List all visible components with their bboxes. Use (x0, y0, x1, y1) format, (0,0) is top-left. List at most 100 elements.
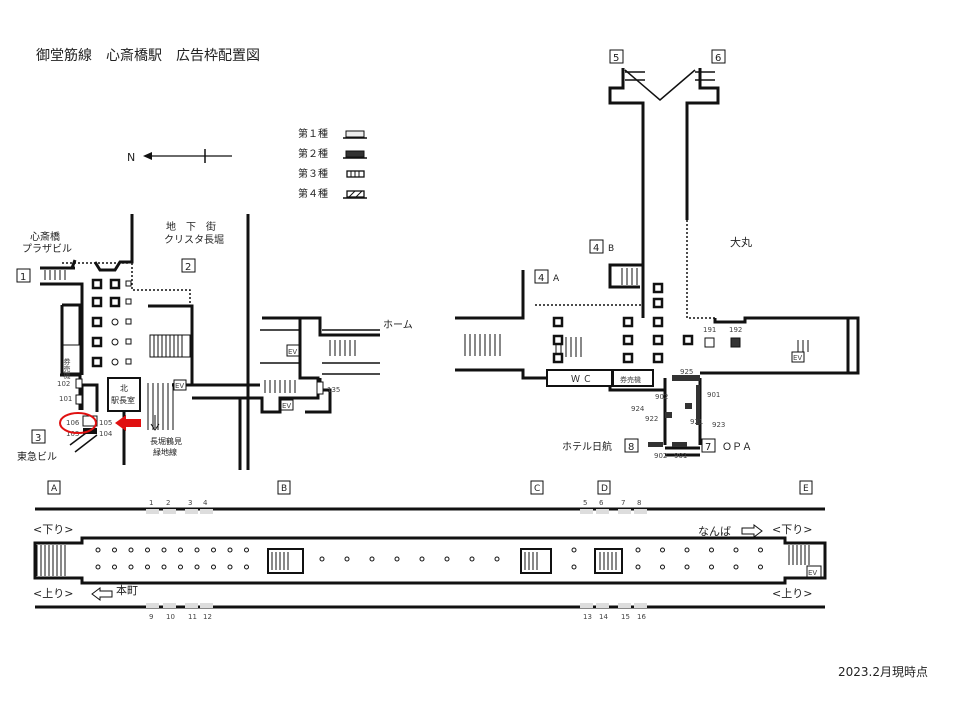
ad-small (125, 318, 132, 325)
svg-text:102: 102 (57, 380, 70, 388)
ad-192 (730, 337, 741, 348)
exit-5: 5 (609, 49, 624, 64)
ev-north-3: EV (280, 399, 294, 411)
platform-stairs (36, 545, 810, 576)
svg-text:10: 10 (166, 613, 175, 621)
svg-text:券売機: 券売機 (620, 375, 641, 384)
svg-text:券売機: 券売機 (63, 357, 71, 380)
platform-ad-1: 1 (146, 499, 159, 514)
svg-text:923: 923 (712, 421, 725, 429)
pillar (733, 564, 739, 570)
platform-ad-6: 6 (596, 499, 609, 514)
pillar (128, 547, 134, 553)
exit-6: 6 (711, 49, 726, 64)
pillar (91, 336, 103, 348)
arrow-down-icon (150, 415, 160, 431)
svg-text:B: B (281, 484, 287, 494)
label-namba: なんば (698, 525, 731, 538)
platform-ad-9: 9 (146, 603, 159, 621)
label-down-right: <下り> (772, 523, 812, 536)
platform-ad-10: 10 (163, 603, 176, 621)
car-marker-B: B (277, 480, 291, 495)
pillar (112, 564, 117, 570)
pillar (622, 334, 634, 346)
label-tokyu: 東急ビル (17, 450, 57, 463)
svg-text:E: E (803, 484, 809, 494)
pillar (91, 356, 103, 368)
pillar (709, 547, 714, 553)
north-concourse: 心斎橋 プラザビル 地 下 街 クリスタ長堀 1 2 3 東急ビル ホーム 北 … (16, 214, 413, 470)
svg-text:2: 2 (185, 262, 191, 273)
svg-text:925: 925 (680, 368, 693, 376)
label-down-left: <下り> (33, 523, 73, 536)
pillar (109, 278, 121, 290)
ad-small (125, 338, 132, 345)
pillar (444, 556, 450, 562)
svg-text:8: 8 (637, 499, 641, 507)
pillar (652, 297, 664, 309)
pillar (95, 564, 101, 570)
highlight-arrow-icon (115, 415, 141, 431)
label-up-left: <上り> (33, 587, 73, 600)
svg-text:5: 5 (583, 499, 587, 507)
label-plaza-2: プラザビル (22, 243, 72, 255)
svg-text:902: 902 (655, 393, 668, 401)
ev-north-2: EV (286, 344, 300, 357)
pillar (161, 547, 167, 553)
ticket-machine-south: 券売機 (612, 369, 654, 387)
pillar (95, 547, 101, 553)
pillar (684, 564, 690, 570)
ev-north-1: EV (173, 379, 187, 391)
svg-text:4: 4 (538, 273, 544, 284)
svg-text:192: 192 (729, 326, 742, 334)
pillar (494, 556, 500, 562)
pillar (211, 564, 216, 570)
svg-text:901: 901 (674, 452, 687, 460)
platform-pillars (95, 547, 763, 570)
svg-text:C: C (534, 484, 540, 494)
svg-text:8: 8 (628, 442, 634, 453)
pillar (178, 547, 183, 553)
platform-ad-11: 11 (185, 603, 198, 621)
svg-text:駅長室: 駅長室 (111, 395, 135, 405)
pillar (682, 334, 694, 346)
station-office: 北 駅長室 (107, 377, 141, 412)
svg-text:EV: EV (793, 354, 802, 362)
svg-text:Ｗ Ｃ: Ｗ Ｃ (571, 375, 592, 385)
pillar (733, 547, 739, 553)
pillar (652, 282, 664, 294)
north-pillars (91, 278, 132, 368)
pillar (319, 556, 325, 562)
platform-ad-15: 15 (618, 603, 631, 621)
pillar (660, 547, 665, 553)
car-marker-D: D (597, 480, 611, 495)
label-nagahori-1: 長堀鶴見 (150, 436, 182, 446)
pillar (91, 296, 103, 308)
legend-type1-label: 第１種 (298, 127, 328, 140)
svg-text:101: 101 (59, 395, 72, 403)
svg-text:16: 16 (637, 613, 646, 621)
pillar (394, 556, 400, 562)
pillar (91, 278, 103, 290)
ad-135 (316, 381, 324, 395)
svg-text:D: D (601, 484, 608, 494)
platform-ad-8: 8 (634, 499, 647, 514)
pillar (145, 547, 150, 553)
pillar (622, 352, 634, 364)
pillar (709, 564, 714, 570)
label-plaza-1: 心斎橋 (30, 230, 60, 243)
label-daimaru: 大丸 (730, 235, 752, 249)
date-note: 2023.2月現時点 (838, 665, 928, 679)
pillar (652, 352, 664, 364)
svg-text:9: 9 (149, 613, 153, 621)
svg-text:11: 11 (188, 613, 197, 621)
pillar (369, 556, 375, 562)
pillar (344, 556, 350, 562)
platform-ad-12: 12 (200, 603, 213, 621)
pillar (635, 564, 641, 570)
svg-text:A: A (51, 484, 58, 494)
svg-text:3: 3 (35, 433, 41, 444)
label-hotel-nikko: ホテル日航 (562, 440, 612, 453)
